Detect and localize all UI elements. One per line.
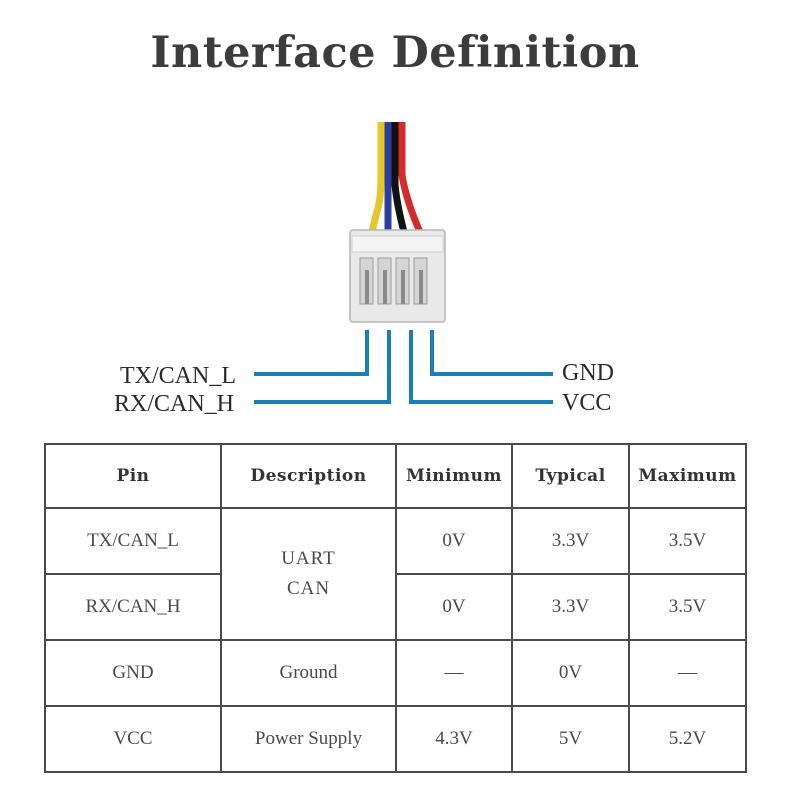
line-vcc [409, 330, 553, 404]
header-description: Description [220, 443, 397, 509]
cell-minimum: 0V [395, 573, 513, 641]
cell-minimum: 4.3V [395, 705, 513, 773]
cell-typical: 3.3V [511, 573, 630, 641]
line-gnd [430, 330, 553, 376]
cell-maximum: — [628, 639, 747, 707]
pin-lines [254, 330, 553, 404]
cell-description: Power Supply [220, 705, 397, 773]
cell-description-merged: UART CAN [220, 507, 397, 641]
cell-pin: GND [44, 639, 222, 707]
cell-pin: TX/CAN_L [44, 507, 222, 575]
cell-pin: VCC [44, 705, 222, 773]
label-vcc: VCC [562, 390, 612, 416]
cell-maximum: 3.5V [628, 573, 747, 641]
connector-diagram [254, 122, 553, 404]
yellow-wire [368, 122, 385, 233]
interface-table: Pin Description Minimum Typical Maximum … [44, 443, 747, 773]
cell-minimum: — [395, 639, 513, 707]
header-maximum: Maximum [628, 443, 747, 509]
header-typical: Typical [511, 443, 630, 509]
cell-minimum: 0V [395, 507, 513, 575]
cable-wires [368, 122, 424, 234]
page-title: Interface Definition [150, 28, 640, 78]
table-row: VCC Power Supply 4.3V 5V 5.2V [44, 705, 747, 773]
cell-typical: 0V [511, 639, 630, 707]
table-row: RX/CAN_H 0V 3.3V 3.5V [44, 573, 747, 641]
connector-housing [349, 229, 446, 323]
cell-maximum: 5.2V [628, 705, 747, 773]
label-gnd: GND [562, 360, 614, 386]
red-wire [398, 122, 424, 234]
line-rx-can-h [254, 330, 391, 404]
label-rx-can-h: RX/CAN_H [114, 391, 235, 417]
line-tx-can-l [254, 330, 369, 376]
cell-maximum: 3.5V [628, 507, 747, 575]
table-header-row: Pin Description Minimum Typical Maximum [44, 443, 747, 509]
desc-line: CAN [286, 578, 331, 599]
cell-typical: 3.3V [511, 507, 630, 575]
cell-description: Ground [220, 639, 397, 707]
table-row: TX/CAN_L UART CAN 0V 3.3V 3.5V [44, 507, 747, 641]
label-tx-can-l: TX/CAN_L [120, 363, 236, 389]
table-row: GND Ground — 0V — [44, 639, 747, 707]
cell-pin: RX/CAN_H [44, 573, 222, 641]
black-wire [391, 122, 408, 233]
desc-line: UART [281, 548, 336, 569]
header-pin: Pin [44, 443, 222, 509]
cell-typical: 5V [511, 705, 630, 773]
header-minimum: Minimum [395, 443, 513, 509]
